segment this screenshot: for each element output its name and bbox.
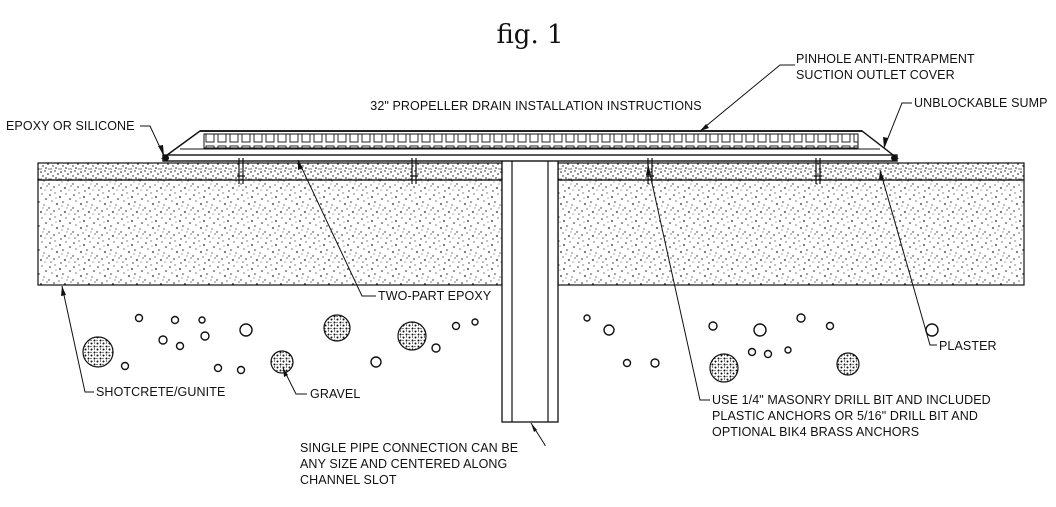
gravel-stone	[603, 324, 615, 336]
two-part-epoxy-label: TWO-PART EPOXY	[378, 289, 492, 303]
cover-label-line2: SUCTION OUTLET COVER	[796, 68, 955, 82]
pipe-label-line1: SINGLE PIPE CONNECTION CAN BE	[300, 441, 518, 455]
gravel-stone	[796, 313, 806, 323]
gravel-stone	[82, 336, 114, 368]
drill-label-line3: OPTIONAL BIK4 BRASS ANCHORS	[712, 425, 919, 439]
gravel-stone	[451, 321, 461, 331]
leader-arrowheads	[61, 124, 888, 432]
gravel-stone	[650, 358, 660, 368]
gravel-stone	[170, 315, 180, 325]
gravel-stone	[471, 318, 479, 326]
gravel-stone	[747, 347, 757, 357]
gravel-stone	[836, 352, 860, 376]
gravel-stone	[825, 321, 835, 331]
leader-lines	[61, 64, 937, 446]
cover-label-line1: PINHOLE ANTI-ENTRAPMENT	[796, 52, 975, 66]
pipe	[501, 159, 559, 423]
gravel-stone	[134, 313, 144, 323]
gravel-stone	[213, 363, 223, 373]
gravel-stone	[323, 314, 351, 342]
shotcrete-layer	[37, 179, 1025, 286]
gravel-stone	[431, 343, 441, 353]
gravel-stone	[763, 349, 773, 359]
gravel-stone	[175, 341, 185, 351]
plaster-label: PLASTER	[939, 339, 997, 353]
gravel-stone	[397, 321, 427, 351]
gravel-label: GRAVEL	[310, 387, 360, 401]
gravel-stone	[583, 314, 591, 322]
drain-cover	[160, 130, 900, 162]
gravel-stone	[198, 316, 206, 324]
gravel-stone	[200, 331, 210, 341]
figure-title: fig. 1	[496, 20, 563, 50]
gravel-stones	[82, 313, 939, 383]
pipe-label-line3: CHANNEL SLOT	[300, 473, 397, 487]
gravel-stone	[270, 350, 294, 374]
gravel-stone	[925, 323, 939, 337]
gravel-stone	[784, 346, 792, 354]
gravel-stone	[236, 365, 246, 375]
gravel-stone	[239, 323, 253, 337]
gravel-stone	[158, 335, 168, 345]
sump-label: UNBLOCKABLE SUMP	[914, 96, 1048, 110]
gravel-stone	[120, 361, 130, 371]
gravel-stone	[753, 323, 767, 337]
gravel-stone	[622, 358, 632, 368]
pipe-label-line2: ANY SIZE AND CENTERED ALONG	[300, 457, 507, 471]
gravel-stone	[370, 356, 382, 368]
drill-label-line2: PLASTIC ANCHORS OR 5/16" DRILL BIT AND	[712, 409, 978, 423]
heading-label: 32" PROPELLER DRAIN INSTALLATION INSTRUC…	[370, 99, 701, 113]
epoxy-silicone-label: EPOXY OR SILICONE	[6, 119, 135, 133]
gravel-stone	[708, 321, 718, 331]
drill-label-line1: USE 1/4" MASONRY DRILL BIT AND INCLUDED	[712, 393, 991, 407]
shotcrete-label: SHOTCRETE/GUNITE	[96, 385, 225, 399]
gravel-stone	[709, 353, 739, 383]
